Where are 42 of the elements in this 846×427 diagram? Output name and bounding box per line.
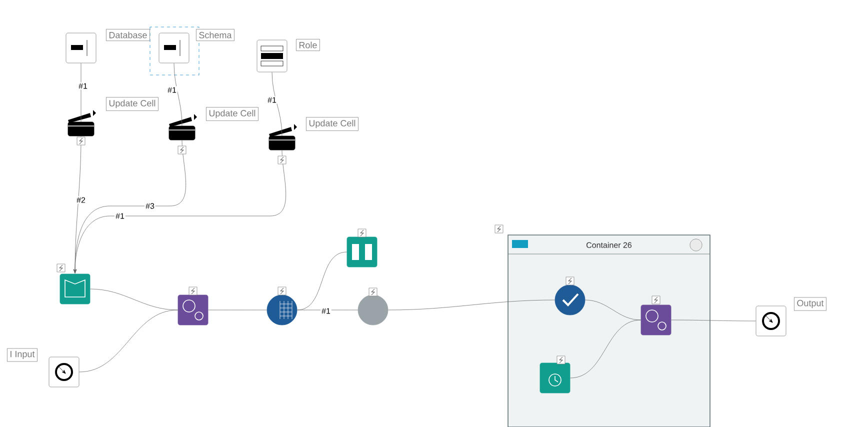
edge-label: #1: [116, 213, 124, 219]
dropdown-icon: [256, 40, 288, 72]
gears-icon: [178, 294, 208, 326]
connector: [174, 63, 182, 126]
tool-label: Update Cell: [206, 107, 258, 121]
connector: [585, 300, 641, 320]
book-icon: [60, 274, 90, 304]
text-box-icon: [158, 32, 190, 64]
connector: [90, 288, 178, 310]
edge-label: #1: [168, 87, 176, 93]
clapperboard-icon: [268, 124, 297, 150]
edge-label: #1: [78, 83, 88, 89]
tool-label: Schema: [196, 29, 234, 41]
connector: [272, 72, 282, 136]
clapperboard-icon: [68, 110, 96, 136]
tool-label: I Input: [7, 348, 38, 362]
tool-label: Output: [794, 297, 826, 311]
connector: [80, 63, 82, 122]
gears-icon: [640, 304, 672, 336]
tool-label: Update Cell: [106, 97, 158, 111]
clock-icon: [540, 362, 570, 394]
connector: [73, 150, 286, 274]
container-box: Container 26: [508, 234, 710, 427]
output-icon: [756, 306, 786, 336]
connector: [671, 320, 756, 322]
edge-label: #2: [76, 197, 86, 203]
tool-label: Update Cell: [306, 117, 358, 131]
connector: [570, 320, 641, 378]
binoculars-icon: [346, 236, 378, 268]
connector: [388, 300, 555, 310]
gear-icon: [358, 294, 388, 326]
tool-label: Role: [296, 38, 320, 51]
edge-label: #1: [322, 308, 330, 314]
input-icon: [48, 356, 80, 388]
text-box-icon: [66, 32, 96, 64]
clapperboard-icon: [168, 114, 197, 140]
connector: [79, 310, 178, 372]
check-icon: [554, 284, 586, 316]
tool-label: Database: [106, 29, 150, 41]
edge-label: #1: [268, 97, 276, 103]
edge-label: #3: [146, 203, 154, 209]
globe-icon: [266, 294, 298, 326]
